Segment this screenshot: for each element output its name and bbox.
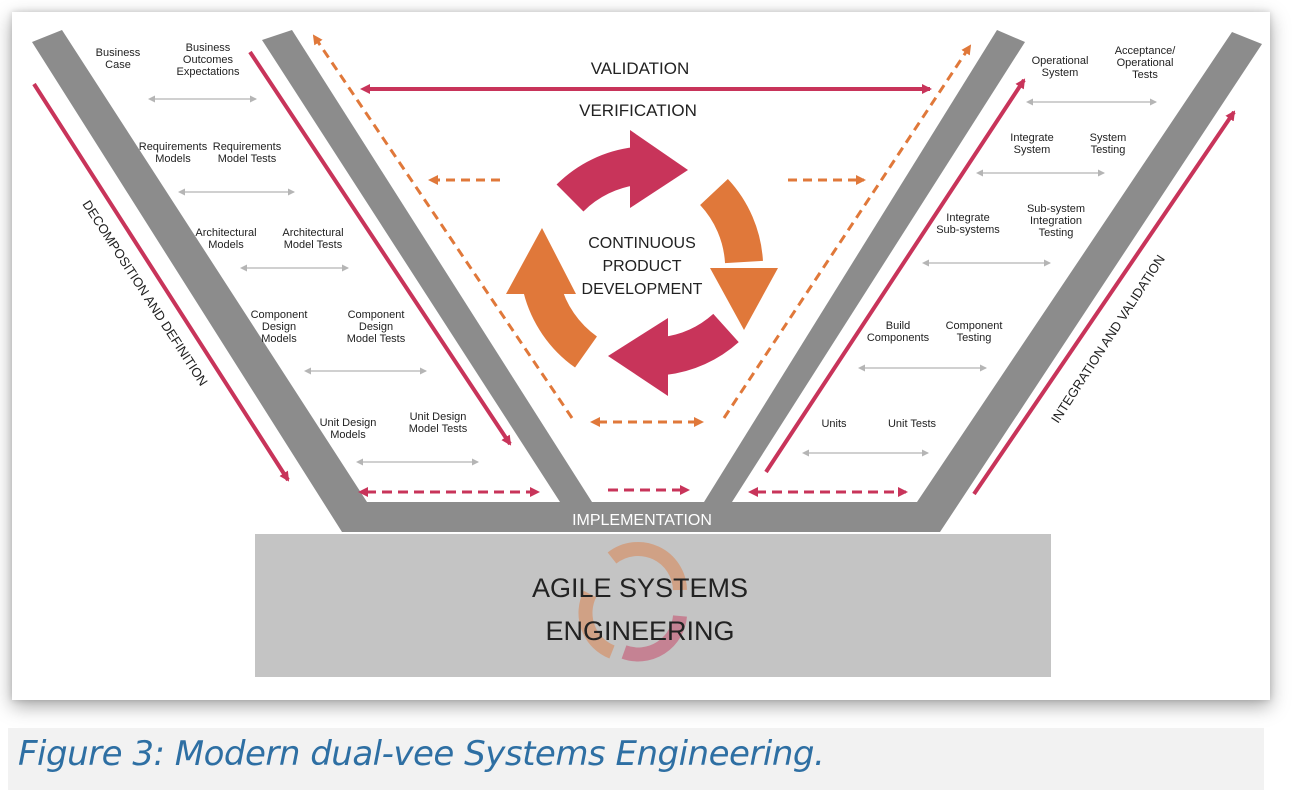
figure-caption: Figure 3: Modern dual-vee Systems Engine… bbox=[18, 734, 825, 774]
center-label-line2: PRODUCT bbox=[602, 258, 681, 275]
right-inner-arrow bbox=[764, 78, 1026, 474]
figure-caption-box: Figure 3: Modern dual-vee Systems Engine… bbox=[8, 728, 1264, 790]
agile-title-line2: ENGINEERING bbox=[545, 616, 734, 646]
agile-title-line1: AGILE SYSTEMS bbox=[532, 573, 748, 603]
inner-right-band bbox=[704, 30, 1025, 502]
cycle-arrow-right bbox=[699, 179, 778, 330]
left-inner-arrow bbox=[248, 50, 512, 446]
dual-vee-diagram: IMPLEMENTATION AGILE SYSTEMS ENGINEERING… bbox=[12, 12, 1270, 700]
decomposition-arrow bbox=[32, 82, 290, 482]
center-label-line1: CONTINUOUS bbox=[588, 235, 696, 252]
verification-left-dashed bbox=[312, 34, 574, 419]
integration-arrow bbox=[972, 110, 1236, 496]
cycle-arrow-left bbox=[506, 228, 598, 368]
implementation-label: IMPLEMENTATION bbox=[572, 512, 712, 529]
agile-systems-box bbox=[255, 534, 1051, 677]
agile-cycle-icon bbox=[578, 542, 687, 662]
inner-left-band bbox=[262, 30, 592, 502]
validation-label: VALIDATION bbox=[591, 59, 690, 78]
right-pair-5-test: Unit Tests bbox=[888, 418, 937, 430]
verification-right-dashed bbox=[722, 44, 972, 419]
cycle-arrow-bottom bbox=[608, 313, 739, 396]
right-pair-5: Units Unit Tests bbox=[802, 418, 937, 457]
right-pair-5-item: Units bbox=[821, 418, 847, 430]
cycle-arrow-top bbox=[556, 130, 688, 212]
center-label-line3: DEVELOPMENT bbox=[582, 281, 703, 298]
verification-label: VERIFICATION bbox=[579, 101, 697, 120]
